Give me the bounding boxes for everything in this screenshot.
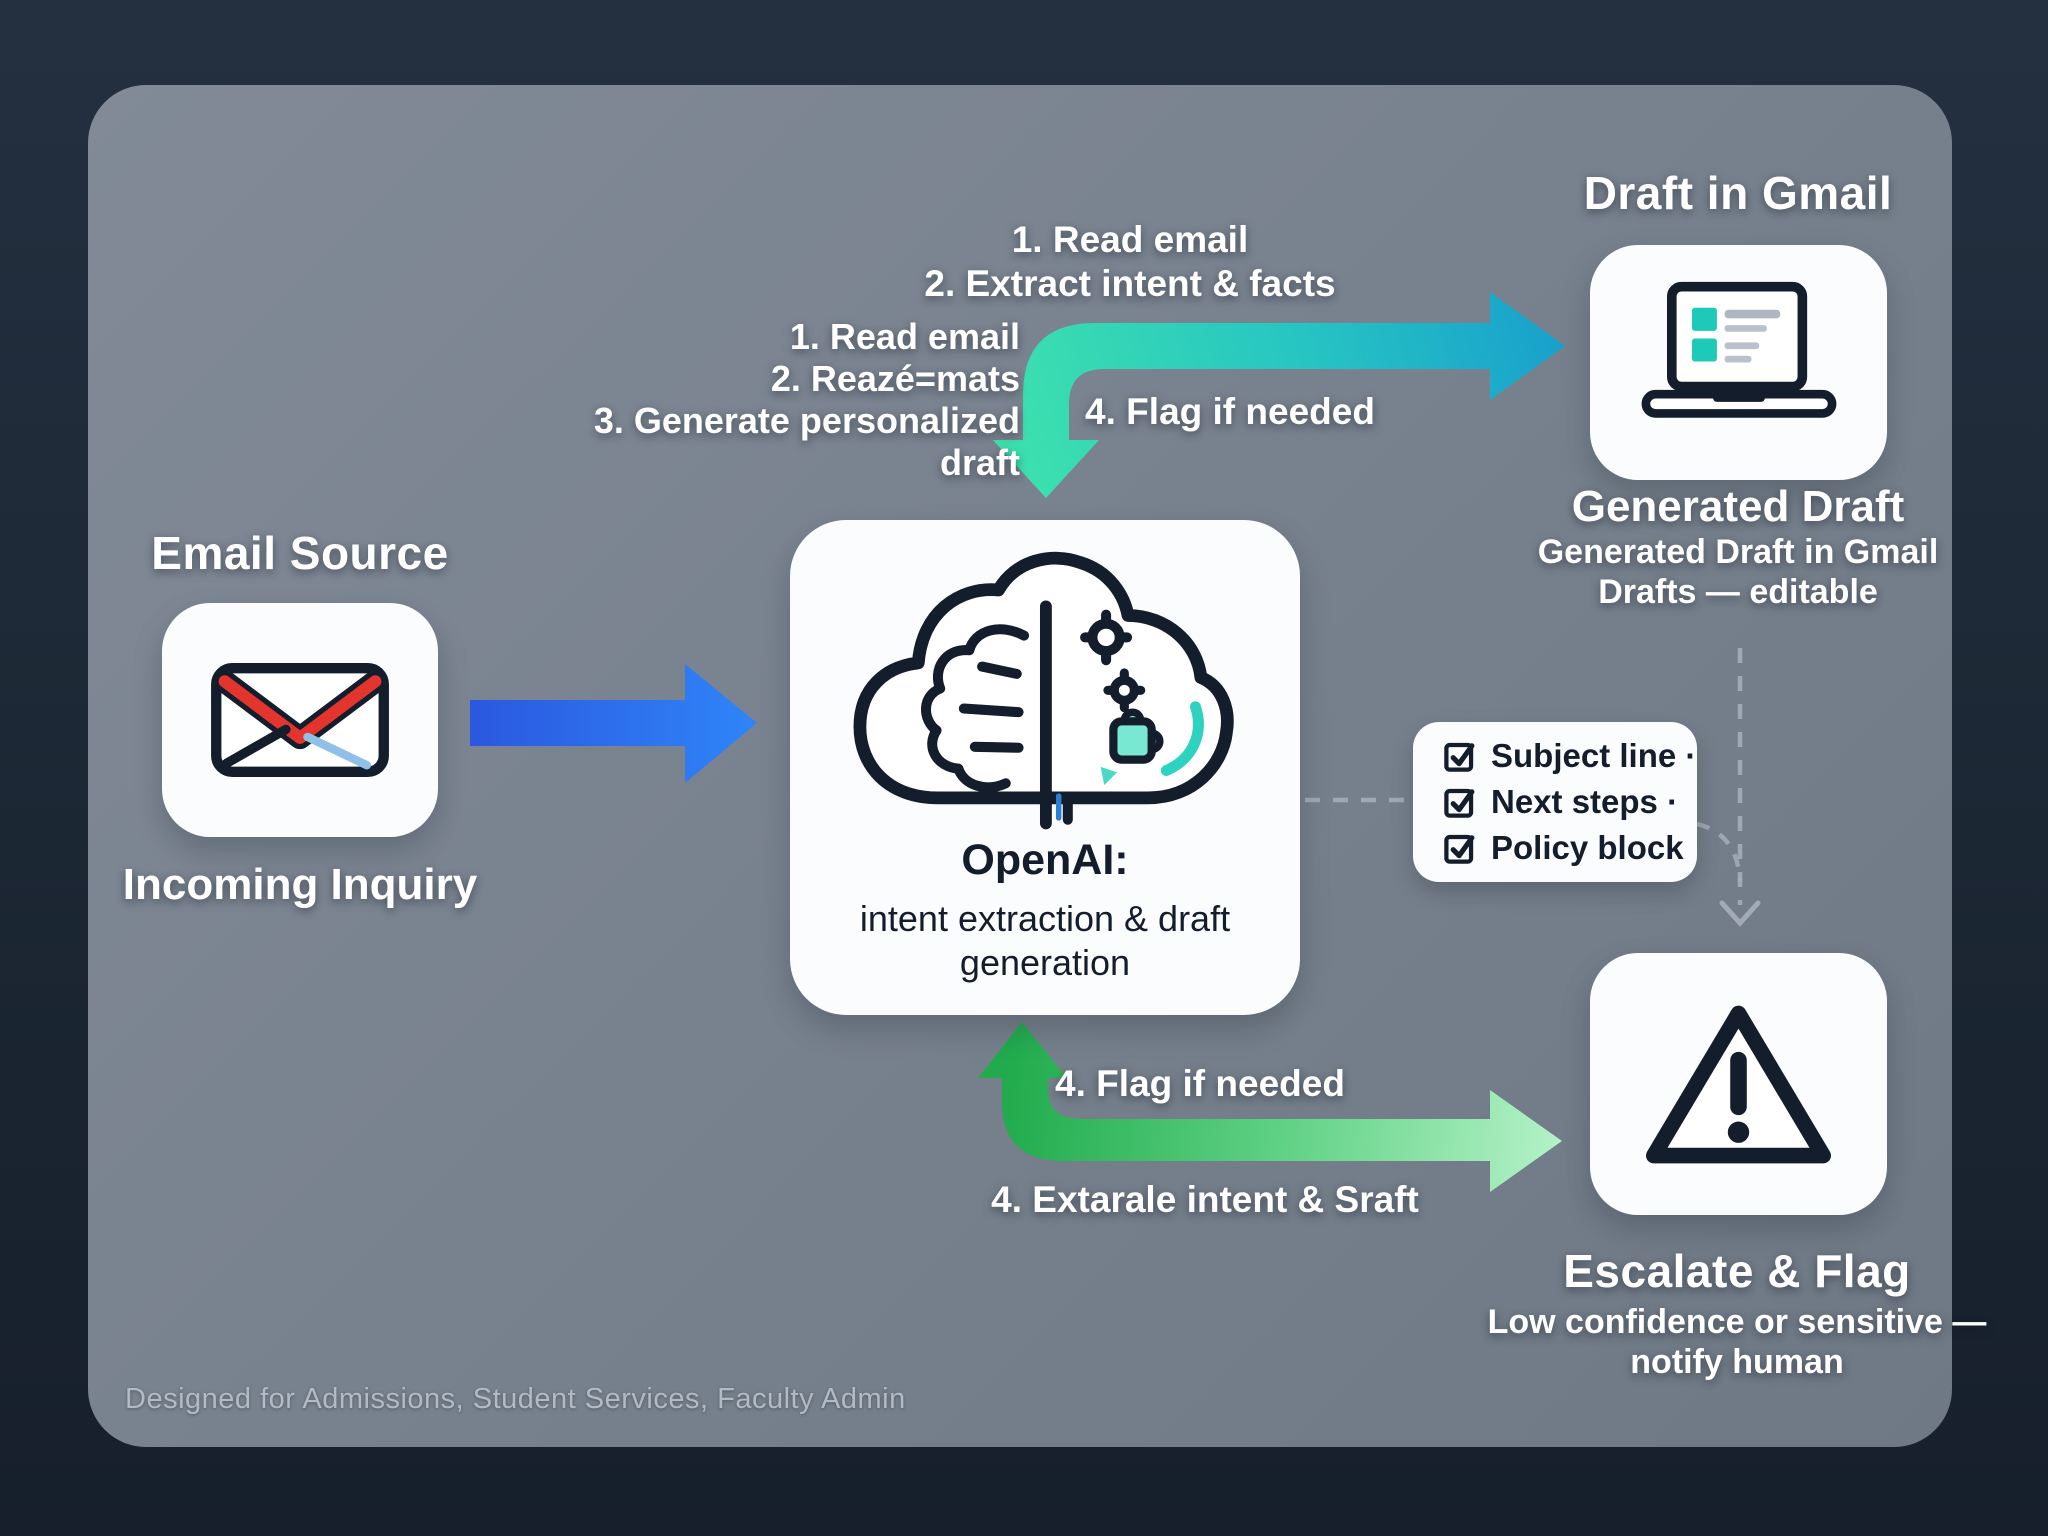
gmail-draft-card (1590, 245, 1887, 480)
checkbox-checked-icon (1444, 788, 1475, 818)
email-source-card (162, 603, 438, 837)
step-escalate-note: 4. Extarale intent & Sraft (991, 1179, 1419, 1220)
brain-cloud-icon (853, 551, 1234, 830)
email-source-title: Email Source (151, 527, 449, 579)
step-garbled: 2. Reazé=mats (770, 358, 1020, 399)
steps-to-gmail: 1. Read email 2. Extract intent & facts (880, 218, 1380, 306)
gmail-caption: Generated Draft in Gmail Drafts — editab… (1537, 533, 1939, 611)
dashed-connector-checklist-curve (1696, 821, 1743, 883)
checklist-item-label: Subject line · (1491, 737, 1697, 774)
steps-to-openai: 1. Read email 2. Reazé=mats 3. Generate … (520, 316, 1020, 484)
footer-note: Designed for Admissions, Student Service… (125, 1383, 906, 1415)
teal-elbow-arrow (993, 292, 1565, 498)
step-extract-intent: 2. Extract intent & facts (924, 263, 1336, 304)
blue-arrow (470, 664, 757, 783)
escalate-title: Escalate & Flag (1563, 1245, 1911, 1297)
openai-subtitle: intent extraction & draft generation (859, 898, 1231, 983)
laptop-icon (1641, 281, 1836, 418)
escalate-card (1590, 953, 1887, 1215)
checklist-item: Policy block (1413, 829, 1697, 867)
generated-draft-label: Generated Draft (1571, 482, 1905, 531)
step-read-email: 1. Read email (789, 316, 1020, 357)
checklist-item-label: Policy block (1491, 829, 1684, 866)
dashed-arrowhead-down-icon (1719, 900, 1761, 927)
checklist-item-label: Next steps · (1491, 783, 1679, 820)
openai-text-block: OpenAI: intent extraction & draft genera… (800, 836, 1290, 985)
step-flag-if-needed-top: 4. Flag if needed (1085, 391, 1375, 432)
draft-checklist-card: Subject line · Next steps · Policy block (1413, 722, 1697, 882)
step-read-email: 1. Read email (1011, 219, 1249, 260)
checkbox-checked-icon (1444, 834, 1475, 864)
email-source-caption: Incoming Inquiry (122, 860, 478, 909)
openai-card (790, 520, 1300, 1015)
step-generate-draft: 3. Generate personalized draft (593, 400, 1020, 483)
gmail-envelope-icon (211, 663, 389, 777)
escalate-caption: Low confidence or sensitive — notify hum… (1487, 1303, 1987, 1381)
checklist-item: Subject line · (1413, 737, 1697, 775)
draft-in-gmail-title: Draft in Gmail (1583, 167, 1893, 219)
checklist-item: Next steps · (1413, 783, 1697, 821)
openai-title: OpenAI: (961, 836, 1129, 884)
warning-triangle-icon (1646, 1005, 1832, 1163)
green-elbow-arrow (978, 1022, 1562, 1192)
step-flag-if-needed-bottom: 4. Flag if needed (1055, 1063, 1345, 1104)
checkbox-checked-icon (1444, 742, 1475, 772)
